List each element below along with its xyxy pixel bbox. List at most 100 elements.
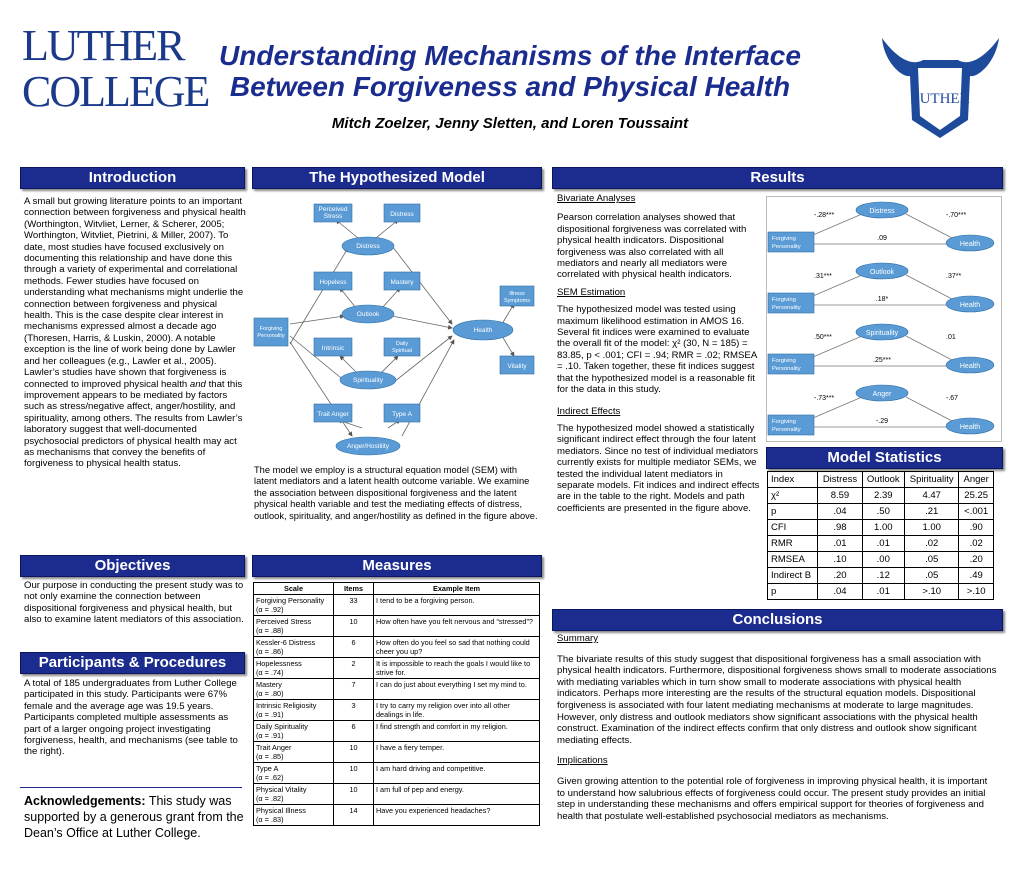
scale-cell: Intrinsic Religiosity(α = .91) (253, 699, 334, 721)
column-header: Anger (958, 471, 994, 488)
table-cell: CFI (766, 519, 819, 536)
scale-cell: Mastery(α = .80) (253, 678, 334, 700)
node-distress (341, 236, 395, 256)
node-outlook (341, 304, 395, 324)
bivariate-heading: Bivariate Analyses (557, 193, 636, 204)
path-coefficient-c: .09 (877, 235, 887, 242)
example-cell: It is impossible to reach the goals I wo… (373, 657, 540, 679)
node-mastery (383, 271, 421, 291)
example-cell: I have a fiery temper. (373, 741, 540, 763)
scale-cell: Daily Spirituality(α = .91) (253, 720, 334, 742)
node-label: Daily (396, 341, 408, 347)
table-cell: .21 (904, 503, 960, 520)
forgiving-label: Forgiving (772, 236, 796, 242)
node-type-a (383, 403, 421, 423)
node-label: Type A (392, 411, 413, 418)
forgiving-label: Forgiving (772, 419, 796, 425)
indirect-heading: Indirect Effects (557, 405, 621, 417)
path-coefficient-a: -.73*** (814, 395, 835, 402)
forgiving-node (767, 353, 815, 375)
mediator-label: Anger (873, 391, 892, 398)
example-cell: I tend to be a forgiving person. (373, 594, 540, 616)
hypothesized-model-heading: The Hypothesized Model (252, 167, 542, 189)
table-cell: .01 (861, 583, 906, 600)
column-header: Spirituality (904, 471, 960, 488)
path-arrow (905, 274, 953, 300)
mediator-label: Distress (869, 208, 895, 215)
objectives-heading: Objectives (20, 555, 245, 577)
node-label: Spirituality (353, 377, 384, 384)
measures-heading: Measures (252, 555, 542, 577)
health-node (945, 356, 995, 374)
path-coefficient-b: -.67 (946, 395, 958, 402)
health-node (945, 234, 995, 252)
node-daily-spiritual (383, 337, 421, 357)
health-label: Health (960, 363, 980, 370)
items-cell: 2 (333, 657, 374, 679)
table-cell: .00 (861, 551, 906, 568)
table-cell: .04 (817, 503, 863, 520)
model-statistics-table: Index Distress Outlook Spirituality Ange… (766, 471, 994, 600)
node-label: Intrinsic (322, 345, 345, 352)
health-node (945, 417, 995, 435)
table-cell: .04 (817, 583, 863, 600)
sem-text: The hypothesized model was tested using … (557, 304, 757, 396)
node-label: Health (474, 327, 493, 334)
conclusions-heading: Conclusions (552, 609, 1003, 631)
node-perceived-stress (313, 203, 353, 223)
table-cell: >.10 (958, 583, 994, 600)
path-arrow (805, 335, 863, 361)
node-forgiving-personality (253, 317, 289, 347)
health-label: Health (960, 424, 980, 431)
example-cell: I can do just about everything I set my … (373, 678, 540, 700)
column-header: Example Item (373, 582, 540, 595)
node-distress-indicator (383, 203, 421, 223)
table-header-row: Scale Items Example Item (253, 582, 540, 595)
node-label: Trait Anger (317, 411, 349, 418)
table-cell: 1.00 (861, 519, 906, 536)
example-cell: I am full of pep and energy. (373, 783, 540, 805)
scale-cell: Trait Anger(α = .85) (253, 741, 334, 763)
path-arrow (805, 274, 863, 300)
example-cell: How often have you felt nervous and “str… (373, 615, 540, 637)
table-cell: .01 (817, 535, 863, 552)
column-header: Scale (253, 582, 334, 595)
node-label: Perceived (319, 206, 348, 213)
column-header: Index (766, 471, 819, 488)
path-arrow (905, 335, 953, 361)
table-cell: RMR (766, 535, 819, 552)
column-header: Distress (817, 471, 863, 488)
node-health (452, 319, 514, 341)
authors: Mitch Zoelzer, Jenny Sletten, and Loren … (331, 115, 689, 132)
table-cell: Indirect B (766, 567, 819, 584)
node-label: Spiritual (392, 348, 412, 354)
table-cell: .98 (817, 519, 863, 536)
node-intrinsic (313, 337, 353, 357)
node-label: Illness (509, 291, 525, 297)
node-label: Hopeless (319, 279, 347, 286)
model-description: The model we employ is a structural equa… (254, 465, 538, 521)
luther-college-logo: LUTHER COLLEGE (22, 24, 210, 114)
node-label: Personality (257, 333, 284, 339)
node-vitality (499, 355, 535, 375)
items-cell: 10 (333, 741, 374, 763)
indirect-text: The hypothesized model showed a statisti… (557, 422, 760, 514)
mediator-node (855, 323, 909, 341)
path-coefficient-a: -.28*** (814, 212, 835, 219)
viking-shield-logo: LUTHER (882, 38, 999, 138)
mediator-label: Spirituality (866, 330, 899, 337)
column-header: Items (333, 582, 374, 595)
path-coefficient-b: .37** (946, 273, 961, 280)
scale-cell: Physical Vitality(α = .82) (253, 783, 334, 805)
table-cell: .05 (904, 551, 960, 568)
table-row: RMR.01.01.02.02 (766, 535, 994, 552)
table-row: RMSEA.10.00.05.20 (766, 551, 994, 568)
table-cell: 25.25 (958, 487, 994, 504)
mediator-node (855, 201, 909, 219)
node-label: Mastery (390, 279, 414, 286)
health-label: Health (960, 302, 980, 309)
title-line-1: Understanding Mechanisms of the Interfac… (219, 40, 801, 71)
